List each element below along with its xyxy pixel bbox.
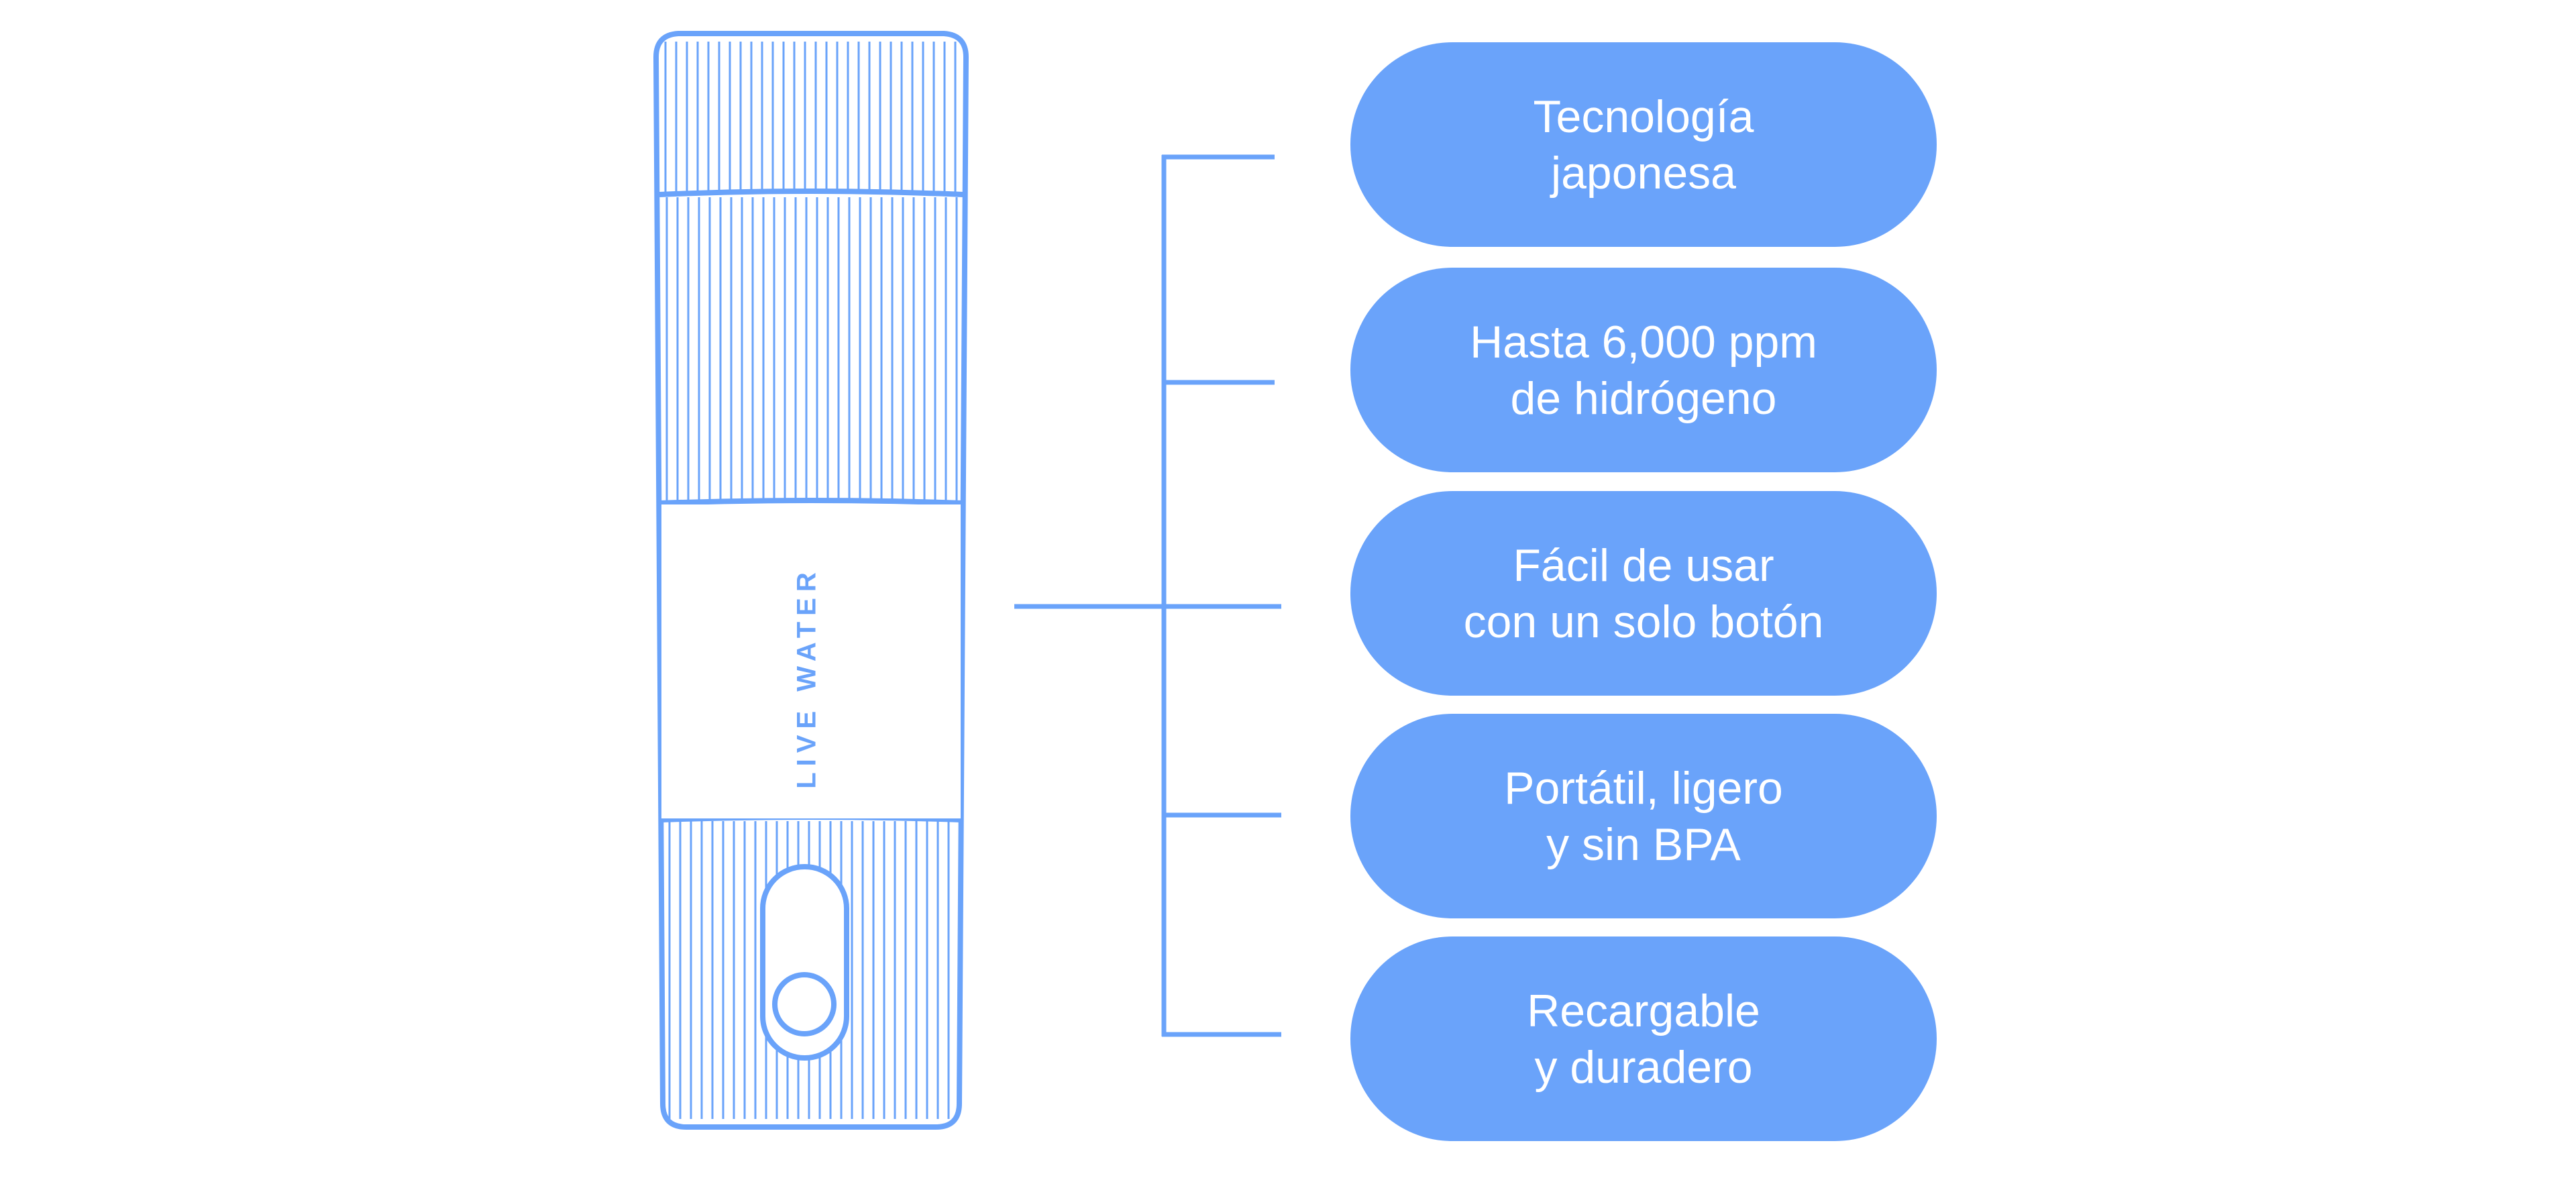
feature-line: Recargable — [1527, 985, 1760, 1036]
feature-line: con un solo botón — [1463, 596, 1824, 647]
power-button — [772, 972, 837, 1036]
brand-logo-text: LIVE WATER — [792, 566, 822, 789]
feature-pill-easy-to-use: Fácil de usar con un solo botón — [1350, 491, 1937, 696]
bottle-cap-ribs — [664, 42, 957, 192]
feature-line: de hidrógeno — [1510, 372, 1777, 424]
feature-pill-portable: Portátil, ligero y sin BPA — [1350, 714, 1937, 918]
bottle-upper-ribs — [665, 197, 958, 502]
bottle-label-band — [661, 504, 961, 818]
feature-line: Fácil de usar — [1513, 539, 1774, 591]
feature-line: y duradero — [1534, 1041, 1753, 1093]
feature-line: y sin BPA — [1546, 818, 1741, 870]
bottle-outline — [653, 31, 969, 1130]
feature-line: Tecnología — [1533, 91, 1754, 142]
feature-line: Hasta 6,000 ppm — [1470, 316, 1817, 368]
feature-line: japonesa — [1550, 147, 1737, 199]
bottle-cap-seam — [659, 189, 964, 197]
feature-line: Portátil, ligero — [1504, 762, 1783, 814]
feature-pill-hydrogen-ppm: Hasta 6,000 ppm de hidrógeno — [1350, 268, 1937, 472]
bottle-label-band-top — [659, 498, 963, 506]
feature-pill-japanese-technology: Tecnología japonesa — [1350, 42, 1937, 247]
feature-pill-rechargeable: Recargable y duradero — [1350, 936, 1937, 1141]
